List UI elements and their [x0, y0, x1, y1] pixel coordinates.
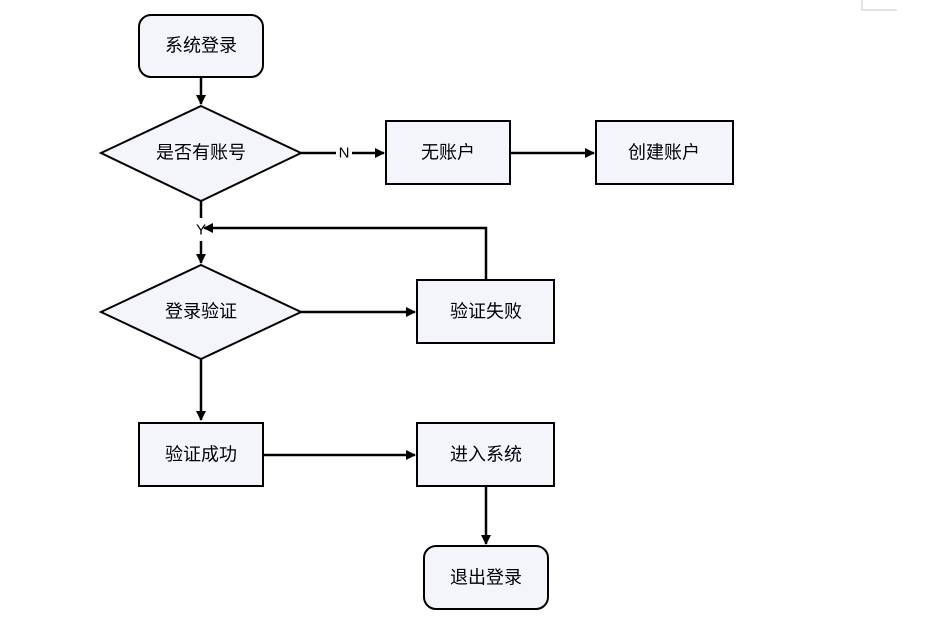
node-verify-success-label: 验证成功 — [165, 445, 237, 466]
process-box-shape — [385, 120, 511, 185]
node-logout: 退出登录 — [423, 545, 549, 610]
node-verify-label: 登录验证 — [165, 302, 237, 323]
node-login: 系统登录 — [138, 14, 264, 78]
label-no: N — [339, 145, 350, 162]
node-enter-system: 进入系统 — [416, 422, 555, 487]
decision-diamond-shape — [98, 104, 304, 203]
process-box-shape — [416, 279, 555, 344]
node-no-account: 无账户 — [385, 120, 511, 185]
node-logout-label: 退出登录 — [450, 568, 522, 589]
node-verify: 登录验证 — [98, 263, 304, 361]
node-login-label: 系统登录 — [165, 36, 237, 57]
node-create-account-label: 创建账户 — [628, 143, 700, 164]
node-verify-fail-label: 验证失败 — [450, 302, 522, 323]
edge-fail-loopback — [203, 223, 488, 280]
node-no-account-label: 无账户 — [421, 143, 475, 164]
connectors — [196, 77, 595, 545]
rounded-terminal-shape — [138, 14, 264, 78]
label-yes: Y — [196, 222, 206, 239]
node-has-account: 是否有账号 — [98, 104, 304, 203]
decision-diamond-shape — [98, 263, 304, 361]
label-n-bg — [336, 144, 352, 162]
corner-mark — [861, 0, 897, 11]
node-create-account: 创建账户 — [595, 120, 734, 185]
node-verify-success: 验证成功 — [138, 422, 264, 487]
process-box-shape — [138, 422, 264, 487]
process-box-shape — [416, 422, 555, 487]
process-box-shape — [595, 120, 734, 185]
node-verify-fail: 验证失败 — [416, 279, 555, 344]
rounded-terminal-shape — [423, 545, 549, 610]
node-has-account-label: 是否有账号 — [156, 143, 246, 164]
node-enter-system-label: 进入系统 — [450, 445, 522, 466]
